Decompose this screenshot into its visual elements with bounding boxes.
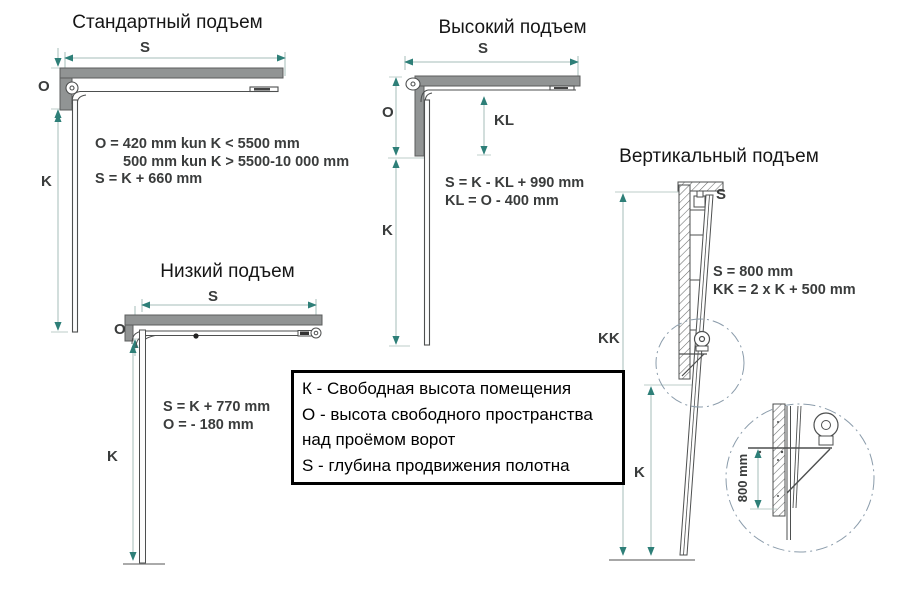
standard-formula-line-2: 500 mm kun K > 5500-10 000 mm [123,153,350,170]
low-formula-line-1: S = K + 770 mm [163,399,271,415]
standard-lift-drawing [51,48,286,333]
standard-lift-formulas: O = 420 mm kun K < 5500 mm 500 mm kun K … [95,136,349,189]
low-dim-label-s: S [208,288,219,305]
legend-box: К - Свободная высота помещения О - высот… [291,370,625,485]
high-dim-label-k: K [382,222,393,239]
standard-dim-label-s: S [140,39,151,56]
legend-item-k: К - Свободная высота помещения [302,379,572,398]
low-dim-label-k: K [107,448,118,465]
high-lift-drawing [388,56,581,347]
standard-formula-line-3: S = K + 660 mm [95,171,203,187]
vertical-lift-title: Вертикальный подъем [619,146,819,167]
low-lift-formulas: S = K + 770 mm O = - 180 mm [163,399,270,434]
high-lift-formulas: S = K - KL + 990 mm KL = O - 400 mm [445,175,584,210]
standard-dim-label-k: K [41,173,52,190]
standard-lift-title: Стандартный подъем [72,12,263,33]
vertical-formula-line-1: S = 800 mm [713,264,794,280]
low-dim-label-o: O [114,321,126,338]
standard-formula-line-1: O = 420 mm kun K < 5500 mm [95,136,300,152]
low-lift-title: Низкий подъем [160,261,295,282]
vertical-dim-label-k: K [634,464,645,481]
high-dim-label-o: O [382,104,394,121]
vertical-formula-line-2: KK = 2 x K + 500 mm [713,281,856,298]
vertical-lift-drawing [609,181,875,561]
high-lift-title: Высокий подъем [438,17,587,38]
vertical-dim-label-kk: KK [598,330,620,347]
high-dim-label-s: S [478,40,489,57]
high-dim-label-kl: KL [494,112,514,129]
vertical-dim-label-s: S [716,186,727,203]
low-formula-line-2: O = - 180 mm [163,416,254,433]
legend-item-o: О - высота свободного пространства над п… [302,404,593,450]
standard-dim-label-o: O [38,78,50,95]
vertical-lift-formulas: S = 800 mm KK = 2 x K + 500 mm [713,264,856,299]
high-formula-line-1: S = K - KL + 990 mm [445,175,585,191]
legend-item-s: S - глубина продвижения полотна [302,455,570,475]
low-lift-drawing [123,299,323,565]
high-formula-line-2: KL = O - 400 mm [445,192,559,209]
detail-dimension-label: 800 mm [735,453,750,503]
